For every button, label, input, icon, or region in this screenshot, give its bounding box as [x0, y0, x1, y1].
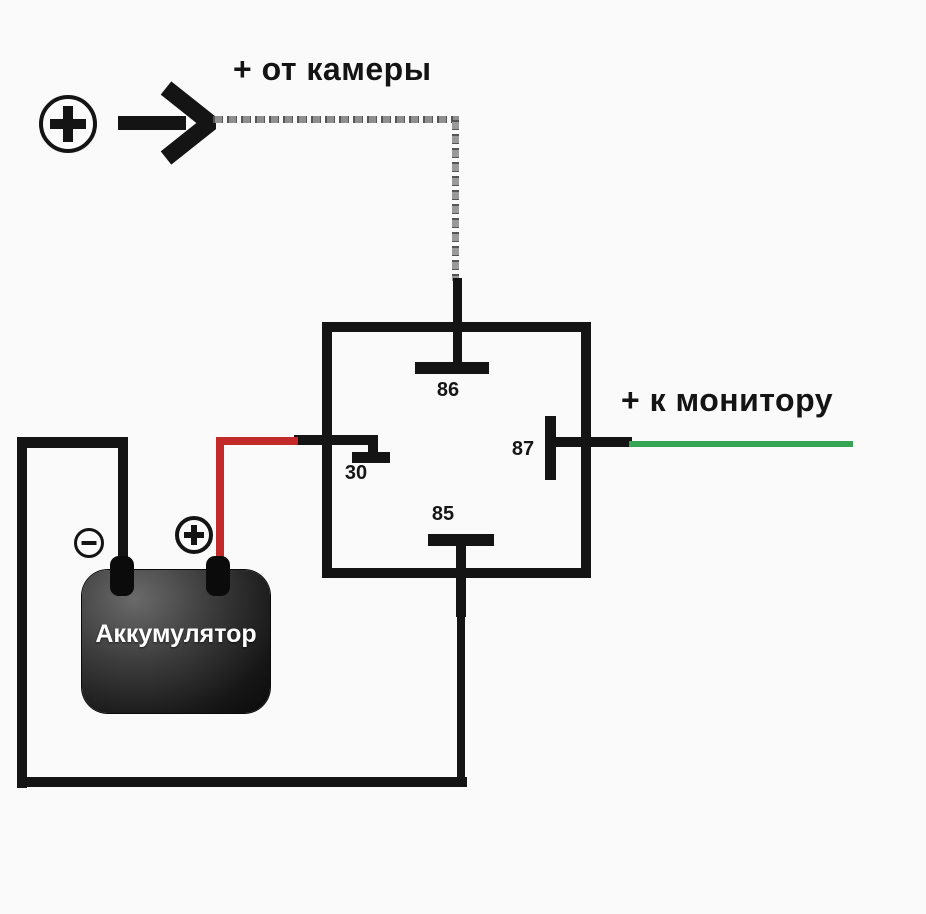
relay-pin30-label: 30: [344, 462, 368, 484]
negative-wire-bottom: [17, 777, 467, 787]
relay-pin87-label: 87: [511, 438, 535, 460]
to-monitor-label: + к монитору: [621, 382, 833, 418]
plus-icon-vbar: [191, 525, 197, 545]
battery-negative-terminal: [110, 556, 134, 596]
negative-wire-to-pin85: [457, 613, 465, 783]
from-camera-label: + от камеры: [233, 51, 432, 87]
plus-icon: [175, 516, 213, 554]
relay-pin86-label: 86: [436, 379, 460, 401]
battery-positive-wire-horizontal: [216, 437, 298, 445]
relay-pin85-contact: [428, 534, 494, 546]
battery-label: Аккумулятор: [95, 620, 257, 648]
plus-icon-vbar: [63, 106, 73, 142]
battery-positive-wire-vertical: [216, 437, 224, 570]
relay-pin87-contact: [545, 416, 556, 480]
relay-pin87-lead: [556, 437, 632, 447]
battery-positive-terminal: [206, 556, 230, 596]
relay-pin30-contact: [352, 452, 390, 463]
relay-pin85-label: 85: [431, 503, 455, 525]
camera-signal-wire-horizontal: [213, 116, 459, 123]
arrow-right-icon: [118, 81, 216, 165]
minus-icon: [74, 528, 104, 558]
minus-icon-bar: [81, 541, 97, 545]
plus-icon: [39, 95, 97, 153]
relay-pin86-contact: [415, 362, 489, 374]
camera-signal-wire-vertical: [452, 120, 459, 281]
negative-wire-top: [17, 437, 128, 448]
relay-pin30-lead: [294, 435, 378, 445]
negative-wire-left: [17, 437, 27, 788]
relay-pin30-step: [368, 440, 378, 455]
battery-negative-lead: [118, 442, 128, 568]
relay-pin86-lead: [453, 278, 462, 368]
monitor-wire: [629, 441, 853, 447]
relay-pin85-lead: [456, 543, 466, 617]
